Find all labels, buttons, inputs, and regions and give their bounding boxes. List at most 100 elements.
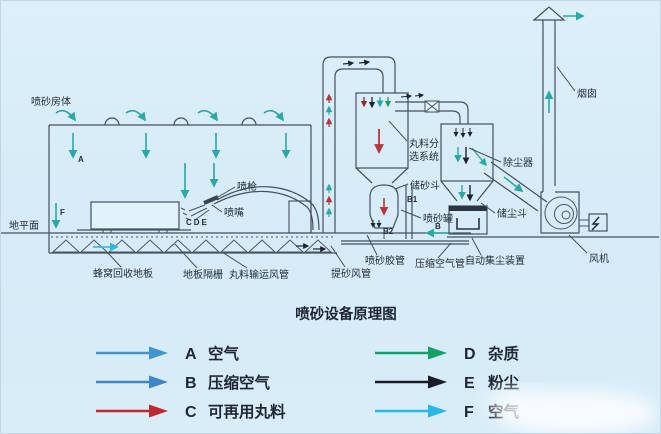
ceiling-intake-domes (104, 117, 257, 126)
leader-chimney (556, 66, 576, 92)
blast-hose-label: 喷砂胶管 (365, 254, 405, 267)
legend-row-d: D 杂质 (375, 344, 520, 363)
separator-funnel (355, 167, 409, 184)
cart-wheel (158, 228, 168, 234)
blast-room: A 喷砂房体 (31, 95, 312, 253)
legend-arrow-d (428, 346, 447, 360)
legend-text-a: 空气 (208, 344, 240, 363)
cart-wheel (102, 228, 112, 234)
separator-label-2: 选系统 (409, 150, 439, 163)
legend-text-b: 压缩空气 (208, 373, 271, 392)
cde-spray-label: CDE (186, 218, 209, 227)
legend-arrow-b (149, 375, 168, 389)
separator-unit: 丸料分 选系统 B2 储砂斗 B1 喷砂罐 B (355, 92, 453, 239)
blast-tank-label: 喷砂罐 (423, 212, 453, 225)
spray-jet (180, 204, 210, 221)
room-label: 喷砂房体 (31, 95, 71, 108)
legend-key-e: E (464, 375, 475, 392)
leader-separator (388, 120, 408, 142)
valve-icon (424, 100, 440, 113)
legend-arrow-f (428, 404, 447, 418)
fan-label: 风机 (589, 252, 609, 265)
separator-label-1: 丸料分 (409, 137, 439, 150)
leader-air-pipe (437, 242, 452, 259)
chimney-cap (532, 6, 566, 21)
fan-volute (544, 196, 578, 230)
blast-tank (369, 184, 399, 229)
auto-dust-device-label: 自动集尘装置 (465, 254, 525, 267)
hopper-arrows (458, 185, 474, 202)
leader-sand-lift (330, 245, 346, 268)
dust-collector-box (440, 123, 494, 182)
top-pipe-inner (395, 110, 461, 124)
ceiling-intake-arrows (55, 109, 285, 122)
leader-auto-device (471, 237, 482, 256)
riser-inner (334, 68, 384, 233)
collector-funnel (440, 180, 494, 202)
compressed-air-pipe (341, 240, 469, 245)
compressed-air-label: 压缩空气管 (415, 257, 465, 270)
honeycomb-floor-label: 蜂窝回收地板 (93, 267, 153, 280)
top-pipe-arrows (400, 92, 425, 100)
sand-lift-duct-label: 提砂风管 (331, 267, 371, 280)
floor-hopper-triangles (51, 239, 333, 253)
leader-shot-duct (221, 251, 248, 269)
riser-outer (322, 56, 396, 233)
spray-gun-assembly: CDE 喷枪 喷嘴 (180, 180, 320, 234)
lightning-icon (591, 216, 600, 231)
floor-assembly: 地平面 F 蜂窝回收地板 地板隔栅 丸料输运风管 (1, 203, 471, 281)
workpiece-cart (77, 201, 191, 234)
legend-text-d: 杂质 (488, 344, 520, 363)
duct-flow-arrow (503, 176, 524, 193)
leader-blast-tank (400, 209, 422, 219)
fan-housing (540, 191, 580, 234)
legend-arrow-c (149, 404, 168, 418)
fan-unit: 风机 烟囱 (447, 6, 659, 265)
collector-top-arrows (453, 128, 473, 138)
leader-gun (217, 186, 236, 198)
floor-shot-arrows (296, 243, 327, 252)
auto-dust-device (448, 205, 488, 235)
blast-hose-inner (213, 190, 314, 231)
leader-nozzle (211, 204, 223, 213)
ground-level-label: 地平面 (9, 219, 39, 232)
point-a-label: A (78, 155, 84, 164)
legend-text-e: 粉尘 (488, 373, 520, 392)
chimney-label: 烟囱 (577, 87, 597, 100)
legend-row-e: E 粉尘 (375, 373, 520, 392)
leader-dust-collector (468, 147, 502, 163)
leader-honeycomb (106, 251, 122, 268)
legend: A 空气 B 压缩空气 C 可再用丸料 D 杂质 E 粉尘 (96, 344, 520, 421)
dust-collector-label: 除尘器 (503, 156, 533, 169)
sand-hopper-label: 储砂斗 (410, 179, 440, 192)
leader-fan (568, 234, 588, 254)
legend-key-b: B (185, 375, 197, 392)
compressed-air-line: 压缩空气管 喷砂胶管 (341, 234, 469, 270)
legend-text-c: 可再用丸料 (208, 402, 286, 421)
fan-motor (579, 213, 608, 232)
diagonal-duct (483, 161, 548, 212)
hose-column (288, 200, 312, 234)
tank-bottom-arrows (370, 220, 382, 228)
legend-arrow-a (149, 346, 168, 360)
separator-to-collector-pipe (395, 92, 469, 124)
separator-box (355, 92, 409, 169)
legend-key-c: C (185, 404, 197, 421)
spray-gun (203, 195, 219, 205)
leader-sand-hopper (394, 183, 409, 190)
legend-row-c: C 可再用丸料 (96, 402, 286, 421)
leader-hose (366, 234, 378, 256)
legend-row-b: B 压缩空气 (96, 373, 271, 392)
point-b-label: B (435, 222, 441, 231)
sand-lift-riser: 提砂风管 (322, 56, 396, 280)
workpiece (90, 201, 180, 230)
legend-arrow-e (428, 375, 447, 389)
leader-dust-hopper (480, 202, 496, 214)
separator-top-arrows (360, 97, 392, 109)
riser-flow-arrows (325, 59, 371, 217)
gun-label: 喷枪 (237, 180, 257, 193)
dust-hopper-label: 储尘斗 (497, 207, 527, 220)
dust-collector-unit: 储尘斗 除尘器 自动集尘装置 (440, 123, 533, 267)
